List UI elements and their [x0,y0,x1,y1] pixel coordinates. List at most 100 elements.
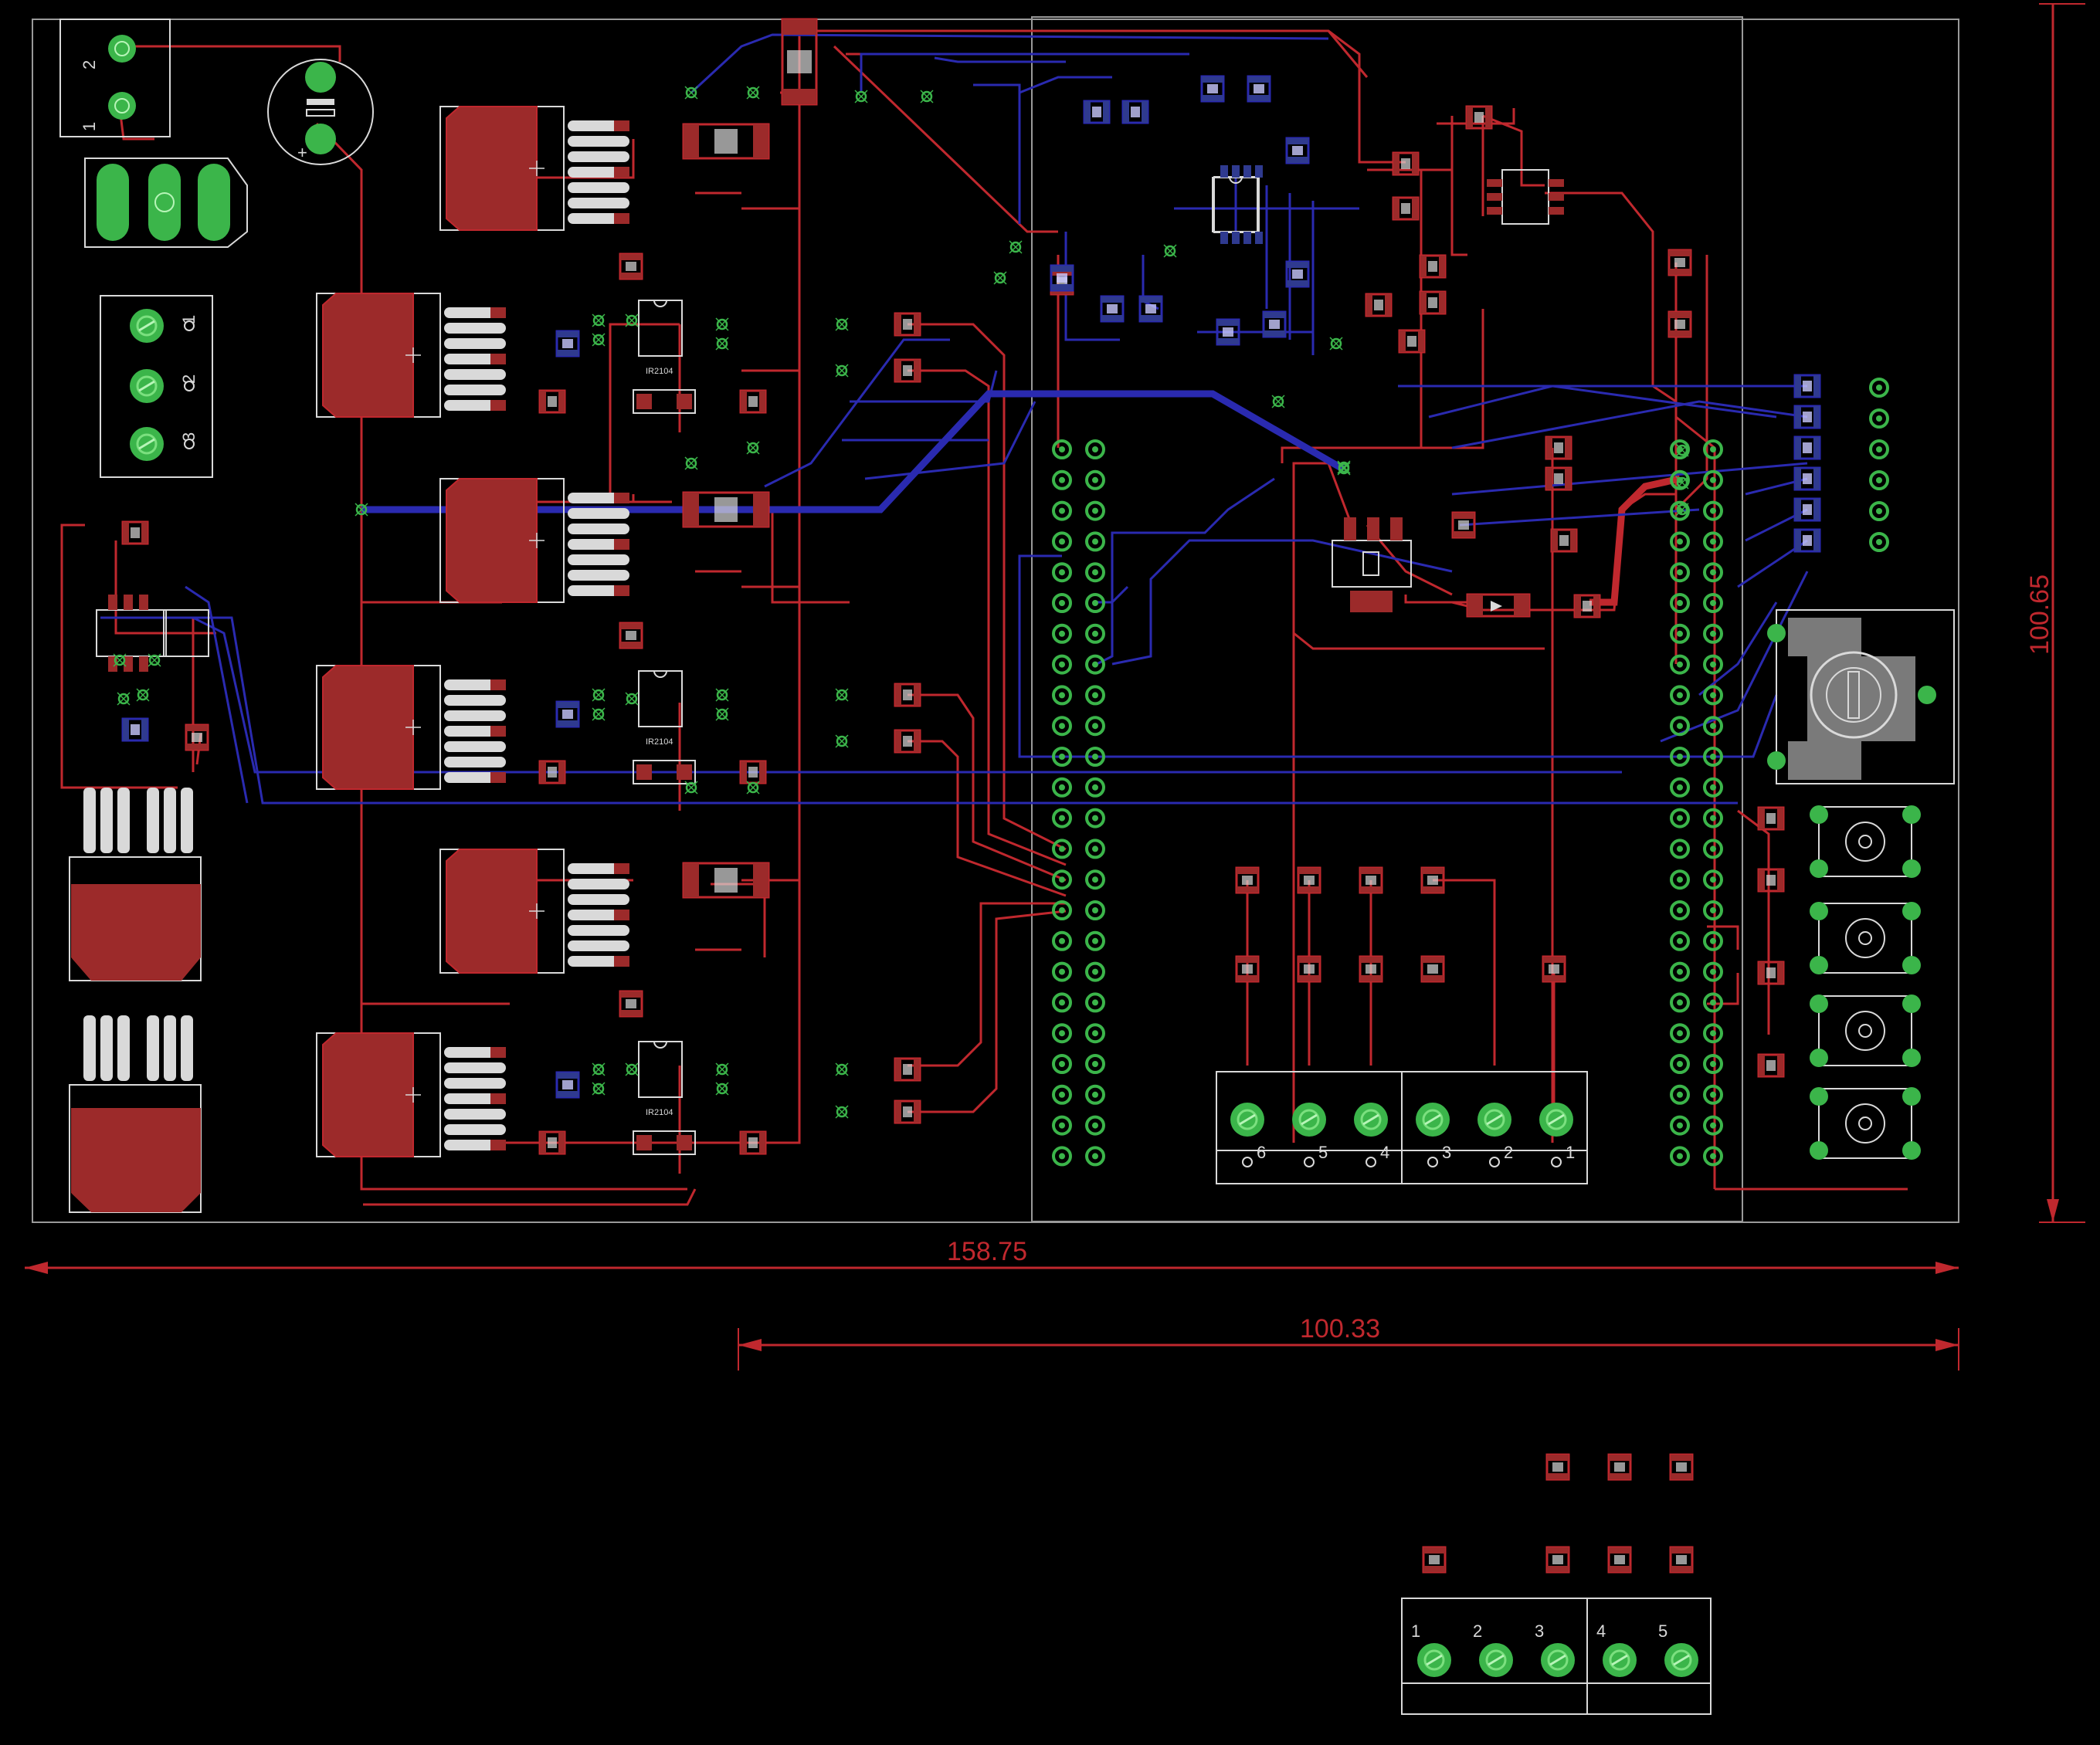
terminal-pad [1538,1101,1575,1138]
header-pin [1703,1084,1723,1105]
header-pin [1703,500,1723,521]
header-pin [1085,1054,1105,1074]
header-pin [1085,869,1105,890]
via [591,706,606,722]
header-pin [1703,593,1723,613]
header-pin [1703,654,1723,675]
driver-passives [121,252,1074,1155]
header-pin [1670,1084,1690,1105]
tactile-switches[interactable] [1757,805,1922,1161]
header-pin [1670,992,1690,1013]
header-pin [1703,1146,1723,1167]
terminal-hole [1242,1157,1253,1167]
bottom-copper-power-trace [361,390,1346,513]
terminal-pad [1291,1101,1328,1138]
header-pin [1670,930,1690,951]
dimension-width-label: 158.75 [947,1237,1027,1266]
via [745,85,761,100]
header-pin [1052,562,1072,583]
header-pin [1085,930,1105,951]
via [1674,502,1690,517]
five-pin-terminal-label: 3 [1535,1621,1544,1641]
terminal-hole [1304,1157,1315,1167]
five-pin-terminal-label: 5 [1658,1621,1667,1641]
six-pin-terminal-label: 6 [1257,1143,1266,1162]
bus-capacitors [682,18,818,899]
six-pin-terminal-label: 2 [1504,1143,1513,1162]
header-pin [1085,685,1105,706]
via [147,652,162,668]
header-pin [1085,716,1105,737]
potentiometer[interactable] [1767,609,1955,784]
header-pin [1052,1146,1072,1167]
header-pin [1085,992,1105,1013]
header-pin [1703,930,1723,951]
five-pin-terminal-label: 4 [1596,1621,1606,1641]
header-pin [1085,531,1105,552]
terminal-pad [1414,1101,1451,1138]
header-pin [1670,777,1690,798]
header-pin [1703,1054,1723,1074]
header-pin [1052,1023,1072,1044]
header-pin [1703,992,1723,1013]
via [624,1062,639,1077]
electrolytic-capacitor: + [267,59,374,165]
header-pin [1085,777,1105,798]
header-pin [1703,623,1723,644]
via [834,363,850,378]
terminal-hole [1427,1157,1438,1167]
top-copper-traces [60,29,1908,1206]
via [834,1104,850,1120]
via [135,687,151,703]
header-pin [1670,1054,1690,1074]
terminal-pad [1663,1642,1700,1679]
via [684,456,699,471]
terminal-pad [1416,1642,1453,1679]
terminal-pad [1477,1642,1515,1679]
header-pin [1703,531,1723,552]
header-pin [1670,593,1690,613]
six-pin-terminal-block [1216,1071,1588,1184]
header-pin [1085,1084,1105,1105]
via [684,85,699,100]
via [1008,239,1023,255]
header-pin [1703,1023,1723,1044]
header-pin [1085,500,1105,521]
via [853,89,869,104]
header-pin [1085,623,1105,644]
header-pin [1670,839,1690,859]
three-pin-terminal-pin-2: 2 [179,374,198,384]
header-pin [1670,869,1690,890]
via [624,691,639,706]
dimension-height [2039,3,2085,1223]
via [591,332,606,347]
header-pin [1052,593,1072,613]
header-pin [1052,808,1072,828]
current-amp-area [1050,75,1692,618]
header-pin [1085,961,1105,982]
current-sense-ic [96,595,209,672]
via [714,336,730,351]
header-pin [1703,685,1723,706]
dimension-sub-width [738,1328,1959,1371]
mosfet-bridge [316,106,630,1157]
header-pin [1670,1023,1690,1044]
programming-header [1869,378,1889,552]
terminal-pad [1476,1101,1513,1138]
header-pin [1052,961,1072,982]
via [591,687,606,703]
header-pin [1052,992,1072,1013]
via [1271,394,1286,409]
via [116,691,131,706]
header-pin [1085,839,1105,859]
regulator-2 [69,1015,202,1213]
terminal-hole [1489,1157,1500,1167]
header-pin [1703,961,1723,982]
via [684,780,699,795]
via [591,1081,606,1096]
three-pin-terminal-pin-3: 3 [179,432,198,442]
power-via [1336,461,1352,476]
via [714,1062,730,1077]
header-pin [1670,623,1690,644]
